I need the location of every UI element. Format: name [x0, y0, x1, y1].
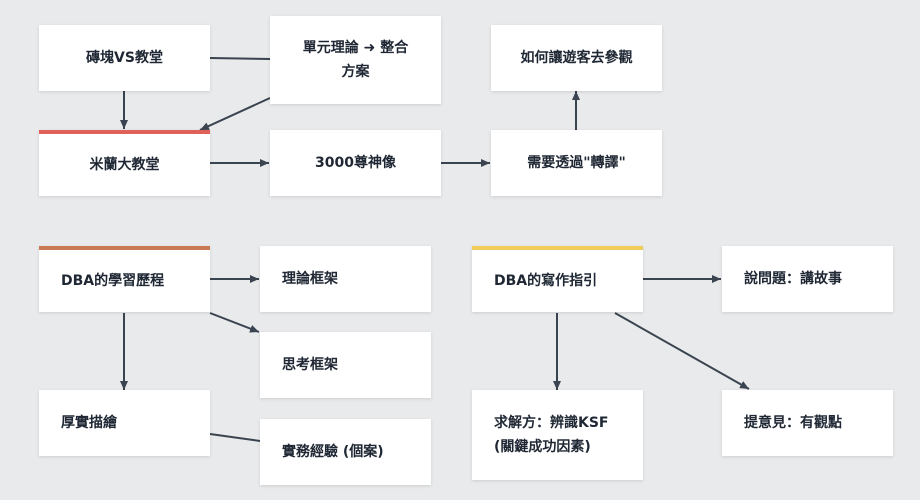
node-thinking-framework[interactable]: 思考框架	[260, 332, 431, 398]
node-milan-cathedral[interactable]: 米蘭大教堂	[39, 130, 210, 196]
node-solution-ksf[interactable]: 求解方：辨識KSF (關鍵成功因素)	[472, 390, 643, 480]
node-thick-description[interactable]: 厚實描繪	[39, 390, 210, 456]
node-label: 單元理論 ➜ 整合 方案	[302, 40, 409, 80]
edge-writing-to-opinion	[614, 312, 750, 390]
edge-thick-practice	[209, 433, 261, 442]
node-label: 說問題：講故事	[744, 271, 842, 287]
node-label: 求解方：辨識KSF (關鍵成功因素)	[494, 415, 609, 455]
edge-unit-theory-to-milan	[199, 97, 271, 131]
node-ask-question[interactable]: 說問題：講故事	[722, 246, 893, 312]
node-dba-writing[interactable]: DBA的寫作指引	[472, 246, 643, 312]
edge-learning-to-thinking	[209, 312, 260, 333]
node-label: 厚實描繪	[61, 415, 117, 431]
node-label: 米蘭大教堂	[89, 157, 160, 173]
node-dba-learning[interactable]: DBA的學習歷程	[39, 246, 210, 312]
node-brick-vs-church[interactable]: 磚塊VS教堂	[39, 25, 210, 91]
node-label: DBA的學習歷程	[61, 273, 165, 289]
node-label: 需要透過"轉譯"	[527, 155, 626, 171]
node-opinion[interactable]: 提意見：有觀點	[722, 390, 893, 456]
node-practice-experience[interactable]: 實務經驗 (個案)	[260, 419, 431, 485]
node-label: 實務經驗 (個案)	[282, 444, 384, 460]
node-label: DBA的寫作指引	[494, 273, 598, 289]
node-label: 3000尊神像	[315, 155, 396, 171]
node-statues-3000[interactable]: 3000尊神像	[270, 130, 441, 196]
node-how-visitors[interactable]: 如何讓遊客去參觀	[491, 25, 662, 91]
node-label: 理論框架	[282, 271, 338, 287]
node-label: 磚塊VS教堂	[86, 50, 163, 66]
node-label: 如何讓遊客去參觀	[520, 50, 633, 66]
node-label: 思考框架	[282, 357, 338, 373]
node-label: 提意見：有觀點	[744, 415, 842, 431]
node-unit-theory[interactable]: 單元理論 ➜ 整合 方案	[270, 16, 441, 104]
node-theory-framework[interactable]: 理論框架	[260, 246, 431, 312]
edge-brick-unit-theory	[209, 57, 271, 60]
node-translation[interactable]: 需要透過"轉譯"	[491, 130, 662, 196]
